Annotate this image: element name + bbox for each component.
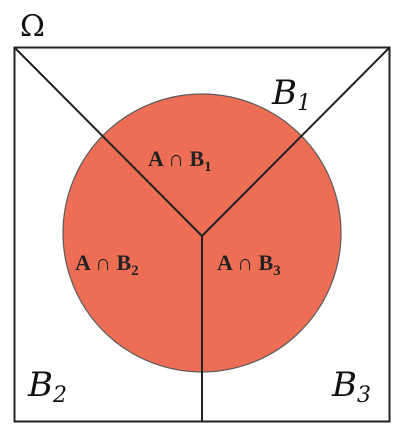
intersection-a-b3-text: A ∩ B [217,250,273,275]
intersection-a-b2-label: A ∩ B2 [75,250,139,279]
intersection-a-b3-subscript: 3 [273,263,281,279]
event-a-circle [63,94,341,372]
partition-b2-label: B2 [27,365,67,408]
partition-line-left [14,47,203,237]
intersection-a-b3-label: A ∩ B3 [217,250,281,279]
partition-b1-subscript: 1 [297,91,311,116]
partition-line-right [201,47,390,237]
partition-b3-subscript: 3 [357,383,371,408]
sample-space-frame [13,46,391,423]
intersection-a-b2-text: A ∩ B [75,250,131,275]
partition-b1-name: B [271,73,297,113]
intersection-a-b1-subscript: 1 [204,159,212,175]
partition-b2-subscript: 2 [52,383,67,408]
partition-b3-label: B3 [331,365,371,408]
intersection-a-b1-label: A ∩ B1 [148,146,212,175]
intersection-a-b1-text: A ∩ B [148,146,204,171]
partition-b3-name: B [331,365,357,405]
universe-omega-label: Ω [20,9,45,44]
partition-b1-label: B1 [271,73,311,116]
intersection-a-b2-subscript: 2 [131,263,139,279]
partition-b2-name: B [27,365,53,405]
